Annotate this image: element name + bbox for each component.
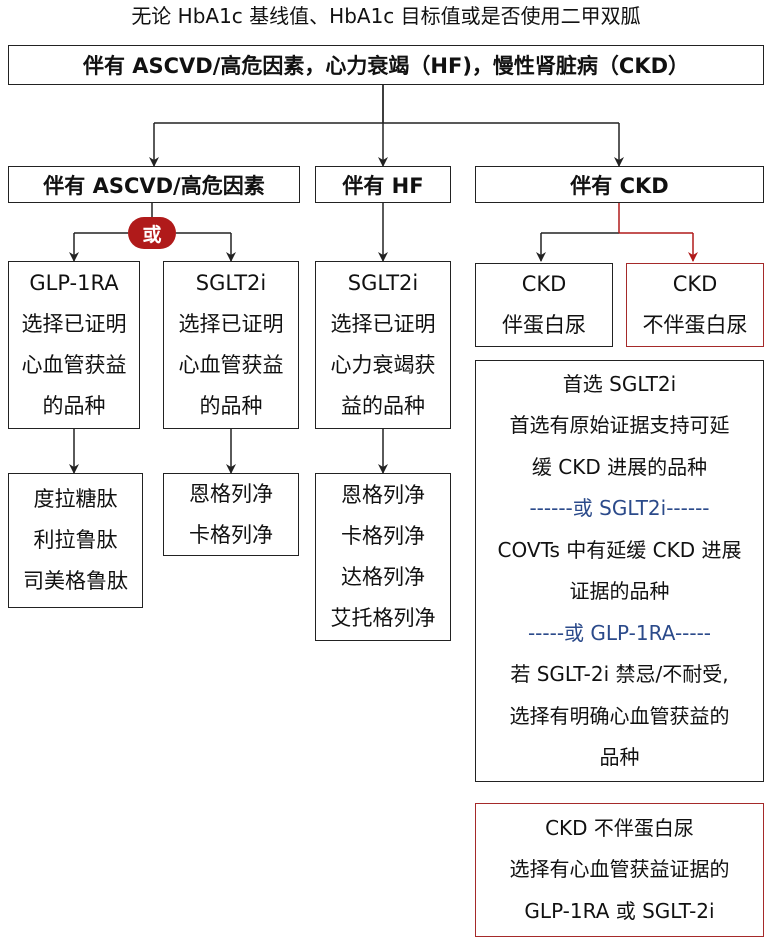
sglt2-ascvd-line: 的品种 [199,394,263,418]
ckd-with-protein-box: CKD 伴蛋白尿 [475,263,613,347]
sglt2-ascvd-drug: 卡格列净 [189,522,273,547]
ckd-box: 伴有 CKD [475,166,764,203]
ckd-detail-separator: ------或 SGLT2i------ [529,496,710,520]
glp1-line: GLP-1RA [29,271,119,295]
ckd-no-protein-line: GLP-1RA 或 SGLT-2i [524,898,715,923]
hf-box: 伴有 HF [315,166,451,203]
ckd-detail-line: 首选 SGLT2i [562,371,677,396]
ckd-detail-line: 首选有原始证据支持可延 [509,413,730,437]
sglt2-hf-line: SGLT2i [347,271,419,295]
ckd-with-line: 伴蛋白尿 [502,313,586,337]
glp1-drug: 度拉糖肽 [33,487,118,511]
ckd-without-line: 不伴蛋白尿 [642,313,748,337]
sglt2-ascvd-drugs-box: 恩格列净 卡格列净 [163,473,299,556]
sglt2-ascvd-line: 心血管获益 [178,353,284,377]
sglt2-ascvd-box: SGLT2i 选择已证明 心血管获益 的品种 [163,261,299,429]
ckd-detail-line: 品种 [599,745,640,769]
sglt2-ascvd-line: 选择已证明 [178,312,284,336]
glp1-drug: 利拉鲁肽 [33,528,118,552]
ckd-without-protein-box: CKD 不伴蛋白尿 [626,263,764,347]
ckd-detail-line: COVTs 中有延缓 CKD 进展 [497,537,742,562]
root-box: 伴有 ASCVD/高危因素，心力衰竭（HF)，慢性肾脏病（CKD） [8,45,764,85]
ckd-no-protein-line: CKD 不伴蛋白尿 [545,815,694,840]
sglt2-hf-box: SGLT2i 选择已证明 心力衰竭获 益的品种 [315,261,451,429]
or-badge: 或 [128,217,176,249]
sglt2-hf-drugs-box: 恩格列净 卡格列净 达格列净 艾托格列净 [315,473,451,641]
ckd-detail-line: 缓 CKD 进展的品种 [531,454,708,479]
top-caption: 无论 HbA1c 基线值、HbA1c 目标值或是否使用二甲双胍 [131,4,641,28]
sglt2-hf-line: 选择已证明 [330,312,436,336]
ckd-no-protein-detail-box: CKD 不伴蛋白尿 选择有心血管获益证据的 GLP-1RA 或 SGLT-2i [475,803,764,937]
ascvd-label: 伴有 ASCVD/高危因素 [43,173,265,198]
glp1-line: 的品种 [42,394,106,418]
glp1-drugs-box: 度拉糖肽 利拉鲁肽 司美格鲁肽 [8,473,143,608]
glp1-drug: 司美格鲁肽 [23,569,128,593]
sglt2-hf-line: 益的品种 [341,394,425,418]
sglt2-ascvd-drug: 恩格列净 [189,481,273,506]
ascvd-box: 伴有 ASCVD/高危因素 [8,166,300,203]
ckd-label: 伴有 CKD [570,173,669,198]
hf-label: 伴有 HF [342,173,424,198]
ckd-detail-line: 若 SGLT-2i 禁忌/不耐受, [510,662,729,686]
ckd-detail-box: 首选 SGLT2i 首选有原始证据支持可延 缓 CKD 进展的品种 ------… [475,360,764,782]
glp1-line: 选择已证明 [21,312,127,336]
glp1-line: 心血管获益 [21,353,127,377]
sglt2-hf-drug: 艾托格列净 [330,606,436,630]
glp1-box: GLP-1RA 选择已证明 心血管获益 的品种 [8,261,140,429]
ckd-no-protein-line: 选择有心血管获益证据的 [509,857,730,882]
sglt2-ascvd-line: SGLT2i [195,271,267,295]
sglt2-hf-drug: 达格列净 [341,565,425,589]
ckd-detail-separator: -----或 GLP-1RA----- [527,620,712,645]
ckd-without-line: CKD [672,272,718,296]
sglt2-hf-drug: 恩格列净 [341,483,425,507]
ckd-detail-line: 证据的品种 [569,579,670,603]
ckd-detail-line: 选择有明确心血管获益的 [509,703,730,728]
sglt2-hf-drug: 卡格列净 [341,524,425,548]
ckd-with-line: CKD [521,272,567,296]
sglt2-hf-line: 心力衰竭获 [330,353,436,377]
root-text: 伴有 ASCVD/高危因素，心力衰竭（HF)，慢性肾脏病（CKD） [82,54,690,78]
